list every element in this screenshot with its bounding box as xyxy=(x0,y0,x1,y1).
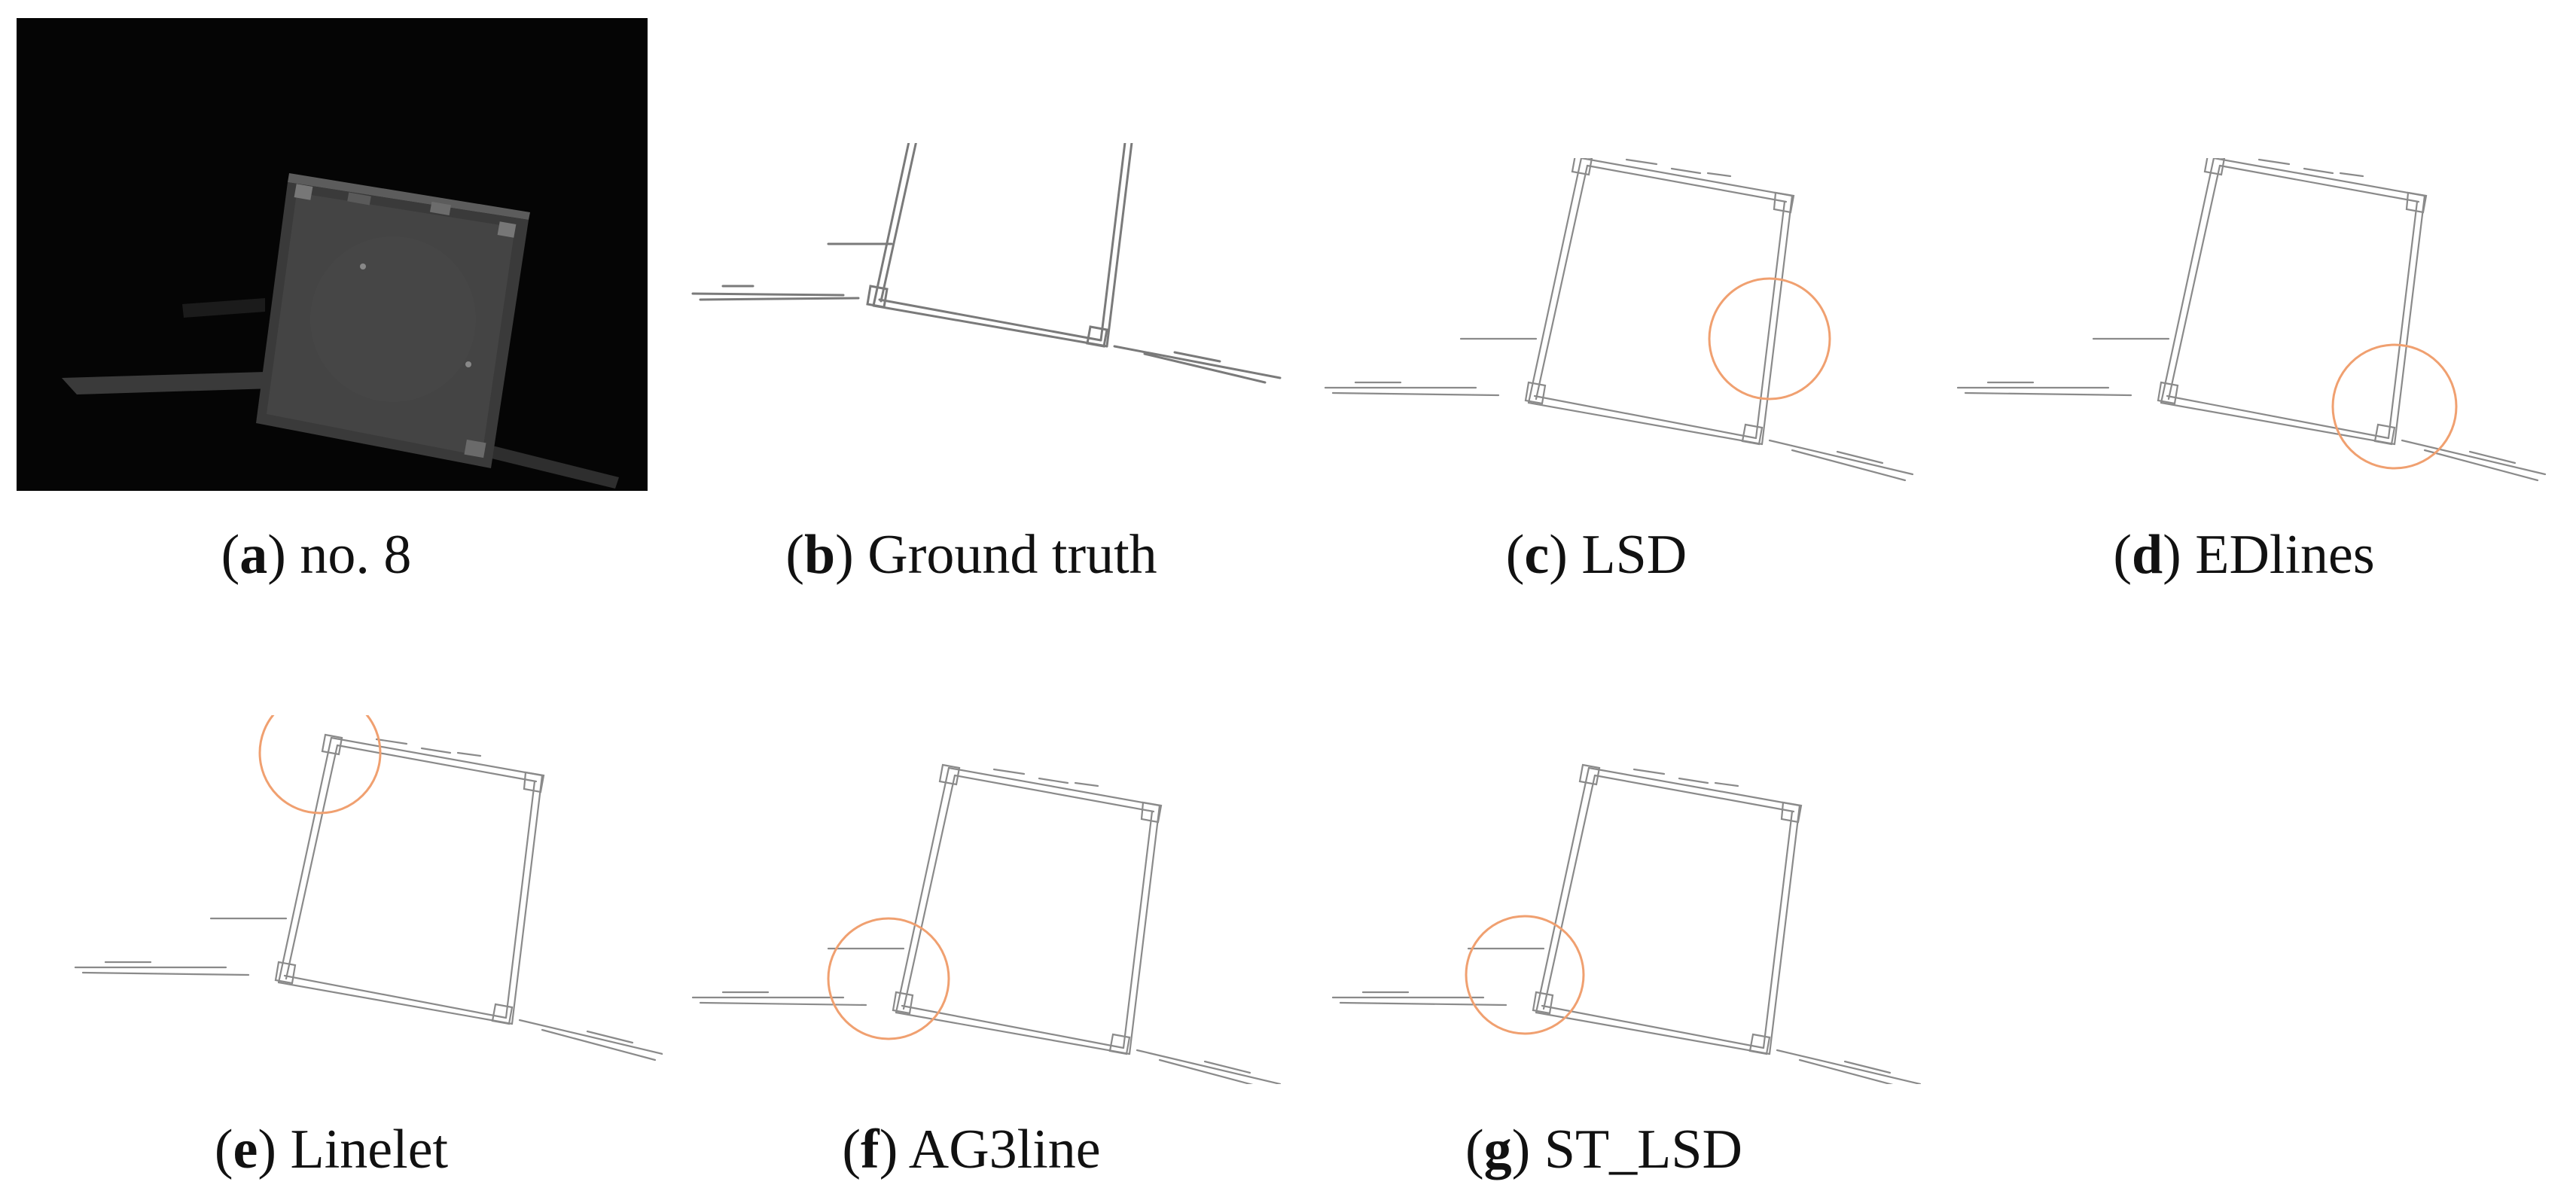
panel-f-ag3line xyxy=(678,753,1295,1084)
panel-a-photo xyxy=(17,18,648,491)
caption-b: (b) Ground truth xyxy=(785,524,1157,586)
highlight-circle xyxy=(2331,343,2458,470)
panel-c-lsd xyxy=(1318,158,1935,497)
caption-g: (g) ST_LSD xyxy=(1465,1119,1742,1180)
highlight-circle xyxy=(1708,277,1831,401)
panel-d-edlines xyxy=(1950,158,2568,497)
panel-e-linelet xyxy=(60,715,663,1077)
ag3line-lines xyxy=(691,763,1282,1084)
caption-e: (e) Linelet xyxy=(214,1119,449,1180)
photo-no8-image xyxy=(17,18,648,491)
highlight-circle xyxy=(258,715,382,815)
caption-c: (c) LSD xyxy=(1505,524,1687,586)
lsd-lines xyxy=(1324,158,1914,482)
panel-b-ground-truth xyxy=(678,143,1295,497)
edlines-lines xyxy=(1956,158,2547,482)
linelet-lines xyxy=(74,715,663,1061)
caption-d: (d) EDlines xyxy=(2113,524,2375,586)
caption-f: (f) AG3line xyxy=(842,1119,1101,1180)
panel-g-st-lsd xyxy=(1318,753,1935,1084)
highlight-circle xyxy=(827,917,950,1040)
highlight-circle xyxy=(1465,915,1585,1035)
st-lsd-lines xyxy=(1331,763,1922,1084)
ground-truth-lines xyxy=(691,143,1282,384)
caption-a: (a) no. 8 xyxy=(221,524,412,586)
